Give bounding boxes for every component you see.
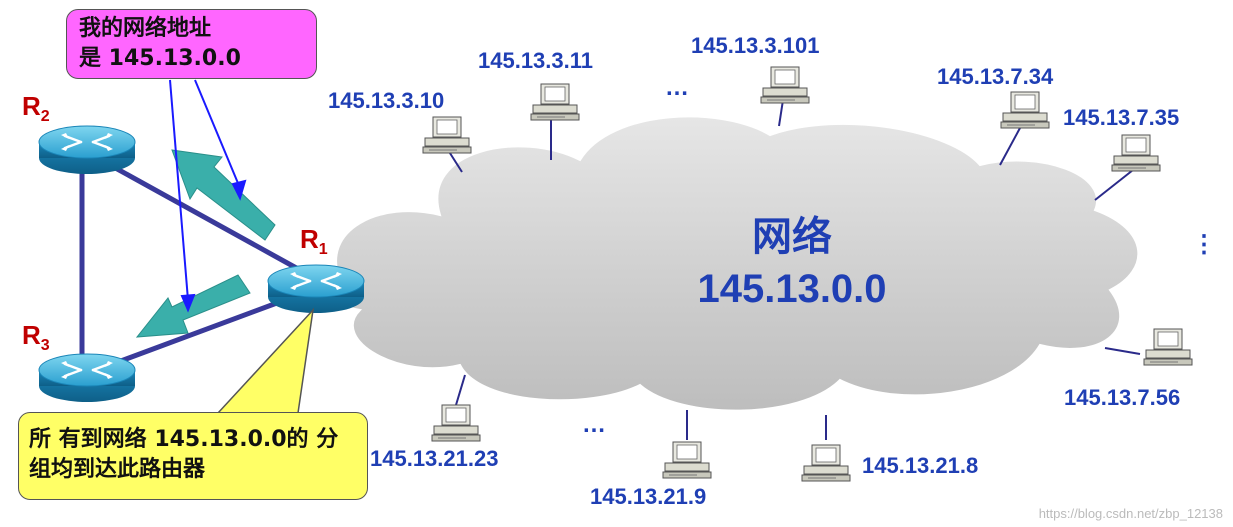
- link-h9: [455, 374, 466, 406]
- host-pc-h8[interactable]: [662, 441, 712, 479]
- arrow-to-r3: [135, 274, 251, 338]
- router-r3[interactable]: [37, 352, 137, 404]
- link-h4: [999, 127, 1021, 166]
- ellipsis-right: ⋮: [1192, 231, 1216, 258]
- callout-bottom-tail: [216, 307, 315, 414]
- host-label-h7: 145.13.21.8: [862, 453, 978, 478]
- host-pc-h6[interactable]: [1143, 328, 1193, 366]
- host-label-h5: 145.13.7.35: [1063, 105, 1179, 130]
- link-h6: [1104, 347, 1141, 355]
- router-r2-label: R2: [22, 91, 50, 125]
- network-address: 145.13.0.0: [697, 267, 886, 311]
- callout-top-line2: 是 145.13.0.0: [79, 46, 241, 71]
- host-label-h6: 145.13.7.56: [1064, 385, 1180, 410]
- host-links: [447, 99, 1141, 440]
- arrow-to-r2: [171, 149, 276, 241]
- callout-top-pointers: [169, 79, 247, 313]
- host-pc-h4[interactable]: [1000, 91, 1050, 129]
- link-h1: [447, 149, 463, 173]
- callout-bottom-line2: 组均到达此路由器: [29, 457, 206, 482]
- link-h5: [1094, 169, 1134, 201]
- router-r3-label: R3: [22, 320, 50, 354]
- network-name: 网络: [752, 214, 832, 260]
- ellipsis-top: …: [665, 74, 689, 101]
- router-r1[interactable]: [266, 263, 366, 315]
- host-label-h4: 145.13.7.34: [937, 64, 1054, 89]
- network-cloud: [330, 115, 1140, 412]
- watermark: https://blog.csdn.net/zbp_12138: [1038, 506, 1223, 521]
- router-links: [79, 157, 303, 368]
- host-label-h8: 145.13.21.9: [590, 484, 706, 509]
- link-r2-r1: [107, 162, 303, 273]
- host-pc-h2[interactable]: [530, 83, 580, 121]
- host-pc-h1[interactable]: [422, 116, 472, 154]
- router-r1-label: R1: [300, 224, 328, 258]
- ellipsis-bottom: …: [582, 411, 606, 438]
- host-label-h9: 145.13.21.23: [370, 446, 498, 471]
- callout-packets-arrive: 所 有到网络 145.13.0.0的 分 组均到达此路由器: [18, 412, 368, 500]
- link-r3-r1: [107, 297, 288, 368]
- host-pc-h3[interactable]: [760, 66, 810, 104]
- callout-top-line1: 我的网络地址: [79, 16, 212, 41]
- link-h3: [778, 99, 784, 127]
- router-r2[interactable]: [37, 124, 137, 176]
- host-label-h1: 145.13.3.10: [328, 88, 444, 113]
- host-pc-h5[interactable]: [1111, 134, 1161, 172]
- callout-bottom-line1: 所 有到网络 145.13.0.0的 分: [29, 427, 339, 452]
- host-label-h2: 145.13.3.11: [478, 48, 593, 73]
- forward-arrows: [135, 149, 276, 338]
- callout-network-address: 我的网络地址 是 145.13.0.0: [66, 9, 317, 79]
- host-pc-h9[interactable]: [431, 404, 481, 442]
- host-label-h3: 145.13.3.101: [691, 33, 819, 58]
- host-pc-h7[interactable]: [801, 444, 851, 482]
